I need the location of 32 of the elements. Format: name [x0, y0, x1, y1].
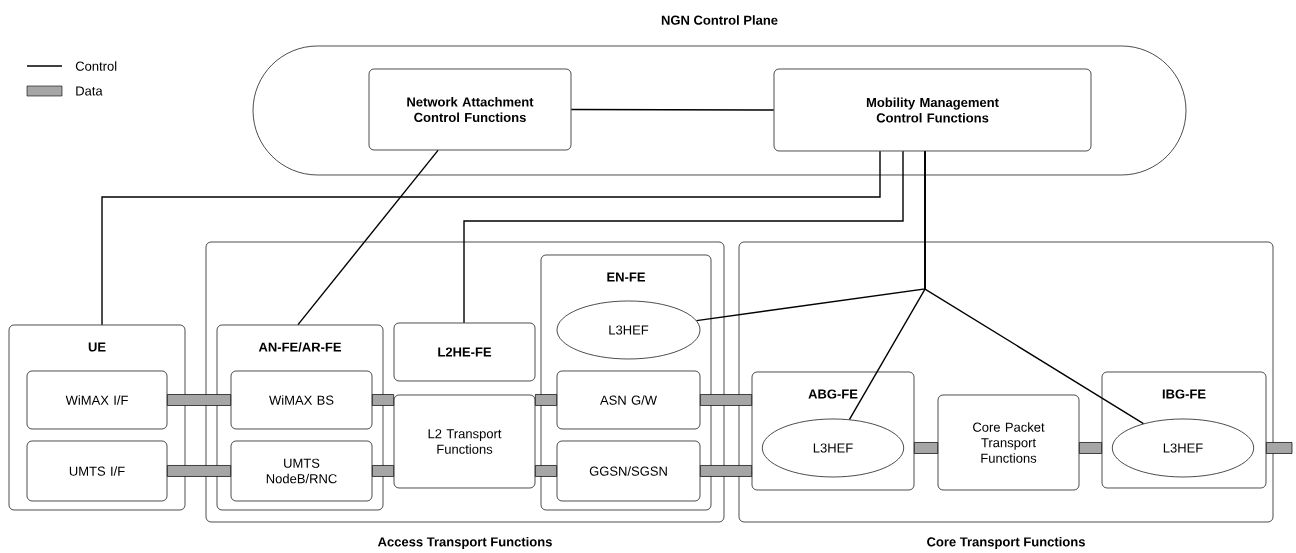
legend-label: Control	[75, 61, 117, 71]
control-line	[297, 149, 439, 326]
legend-label: Data	[76, 86, 103, 96]
function-box: Core Packet Transport Functions	[937, 394, 1080, 491]
function-box: Network Attachment Control Functions	[368, 68, 572, 151]
function-box: UMTS I/F	[26, 440, 168, 502]
data-link-bar	[535, 394, 557, 406]
data-link-bar	[914, 442, 938, 454]
data-link-bar	[700, 394, 752, 406]
data-link-bar	[372, 394, 394, 406]
node-label: NGN Control Plane	[661, 15, 778, 25]
data-link-bar	[700, 465, 752, 477]
control-line	[463, 150, 904, 324]
data-link-bar	[167, 394, 231, 406]
data-link-bar	[372, 465, 394, 477]
data-link-bar	[535, 465, 557, 477]
function-box: GGSN/SGSN	[556, 440, 701, 502]
control-line	[101, 150, 881, 326]
node-label: Core Transport Functions	[927, 536, 1085, 550]
function-box: L2HE-FE	[393, 322, 536, 382]
control-line	[924, 150, 1145, 425]
control-line	[570, 108, 775, 111]
function-box: WiMAX BS	[230, 370, 373, 430]
function-box: L2 Transport Functions	[393, 394, 536, 489]
function-box: UMTS NodeB/RNC	[230, 440, 373, 502]
function-box: Mobility Management Control Functions	[773, 68, 1092, 152]
data-link-bar	[1079, 442, 1102, 454]
function-box: ASN G/W	[556, 370, 701, 430]
data-link-bar	[167, 465, 231, 477]
function-box: WiMAX I/F	[26, 370, 168, 430]
node-label: Access Transport Functions	[377, 536, 552, 550]
data-link-bar	[1266, 442, 1293, 454]
